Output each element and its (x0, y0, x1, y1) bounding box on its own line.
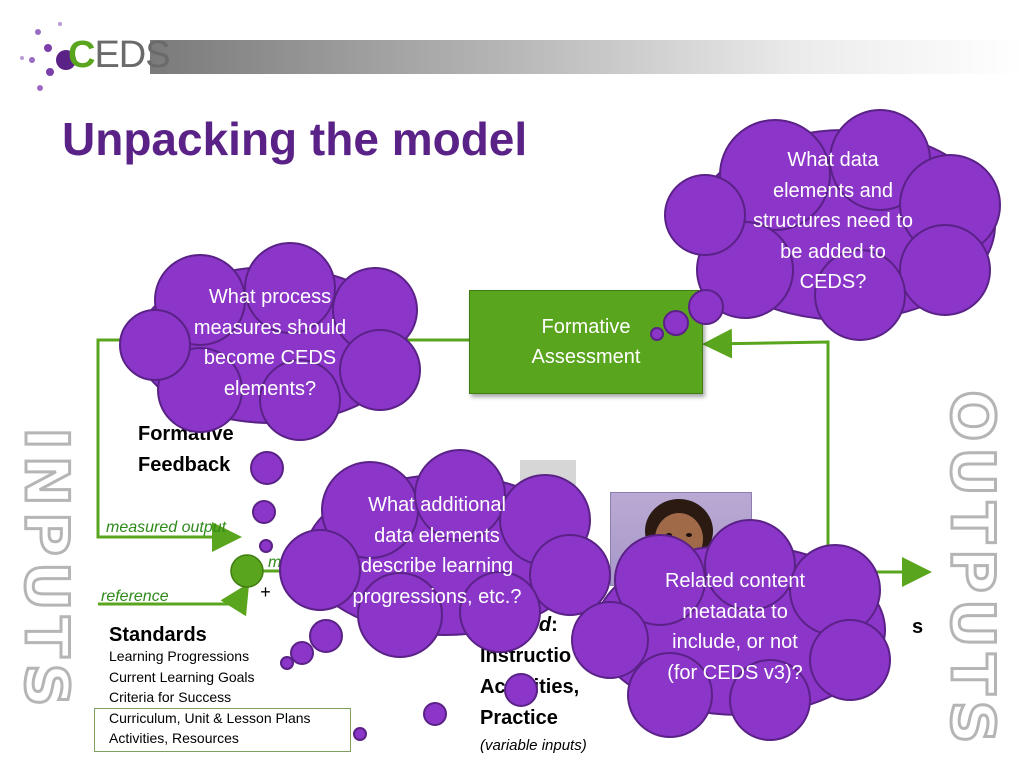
cloud-left (119, 242, 421, 553)
formative-feedback-line2: Feedback (138, 454, 231, 476)
cloud-top-right (650, 109, 1001, 341)
cloud-text-line: progressions, etc.? (352, 585, 522, 608)
cloud-left-text: What process measures should become CEDS… (170, 282, 370, 404)
cloud-text-line: structures need to (752, 210, 914, 232)
standards-item: Current Learning Goals (109, 668, 255, 685)
cloud-text-line: What data (787, 149, 879, 171)
cloud-center-text: What additional data elements describe l… (327, 490, 547, 612)
plus-sign: + (260, 582, 271, 602)
page-title: Unpacking the model (62, 113, 528, 165)
cloud-text-line: metadata to (682, 600, 788, 623)
summing-junction (230, 554, 264, 588)
standards-item: Activities, Resources (109, 730, 239, 746)
activities-label: Ac ities, (480, 676, 579, 699)
standards-heading: Standards (109, 624, 207, 646)
standards-item: Criteria for Success (109, 689, 232, 705)
adjusted-colon: : (551, 614, 558, 636)
cloud-text-line: be added to (780, 240, 886, 263)
standards-item: Curriculum, Unit & Lesson Plans (109, 709, 311, 726)
cloud-center (279, 449, 611, 670)
ceds-logo: CEDS (68, 34, 171, 77)
formative-assessment-label: Formative Assessment (531, 316, 641, 368)
cloud-text-line: What process (208, 286, 332, 308)
cloud-text-line: elements? (223, 377, 317, 400)
cloud-bottom-right-text: Related content metadata to include, or … (630, 566, 840, 688)
cloud-text-line: include, or not (672, 631, 798, 653)
cloud-text-line: data elements (374, 524, 500, 547)
outputs-partial-label: s (912, 616, 924, 638)
cloud-top-right-text: What data elements and structures need t… (728, 145, 938, 298)
cloud-text-line: describe learning (360, 555, 514, 577)
cloud-text-line: What additional (368, 494, 506, 516)
cloud-text-line: (for CEDS v3)? (667, 661, 803, 684)
logo-eds: EDS (94, 34, 170, 76)
cloud-text-line: CEDS? (799, 271, 867, 293)
standards-item: Learning Progressions (109, 648, 250, 664)
reference-label: reference (101, 588, 169, 605)
formative-assessment-box: Formative Assessment (469, 290, 703, 394)
cloud-text-line: become CEDS (203, 347, 337, 369)
logo-gradient-bar (150, 40, 1024, 74)
variable-inputs-label: (variable inputs) (480, 737, 587, 754)
measured-output-label: measured output (106, 519, 227, 536)
logo-dots-icon (20, 22, 76, 91)
curriculum-box (94, 708, 351, 752)
practice-label: Practice (480, 707, 558, 729)
cloud-text-line: elements and (772, 179, 894, 202)
cloud-bottom-right (353, 519, 891, 741)
standards-list: Learning Progressions Current Learning G… (109, 646, 311, 749)
activities-part-a: Ac (480, 676, 506, 698)
cloud-text-line: Related content (664, 570, 806, 592)
logo-c: C (68, 34, 95, 76)
activities-part-b: ities, (533, 676, 580, 698)
cloud-text-line: measures should (193, 316, 347, 339)
